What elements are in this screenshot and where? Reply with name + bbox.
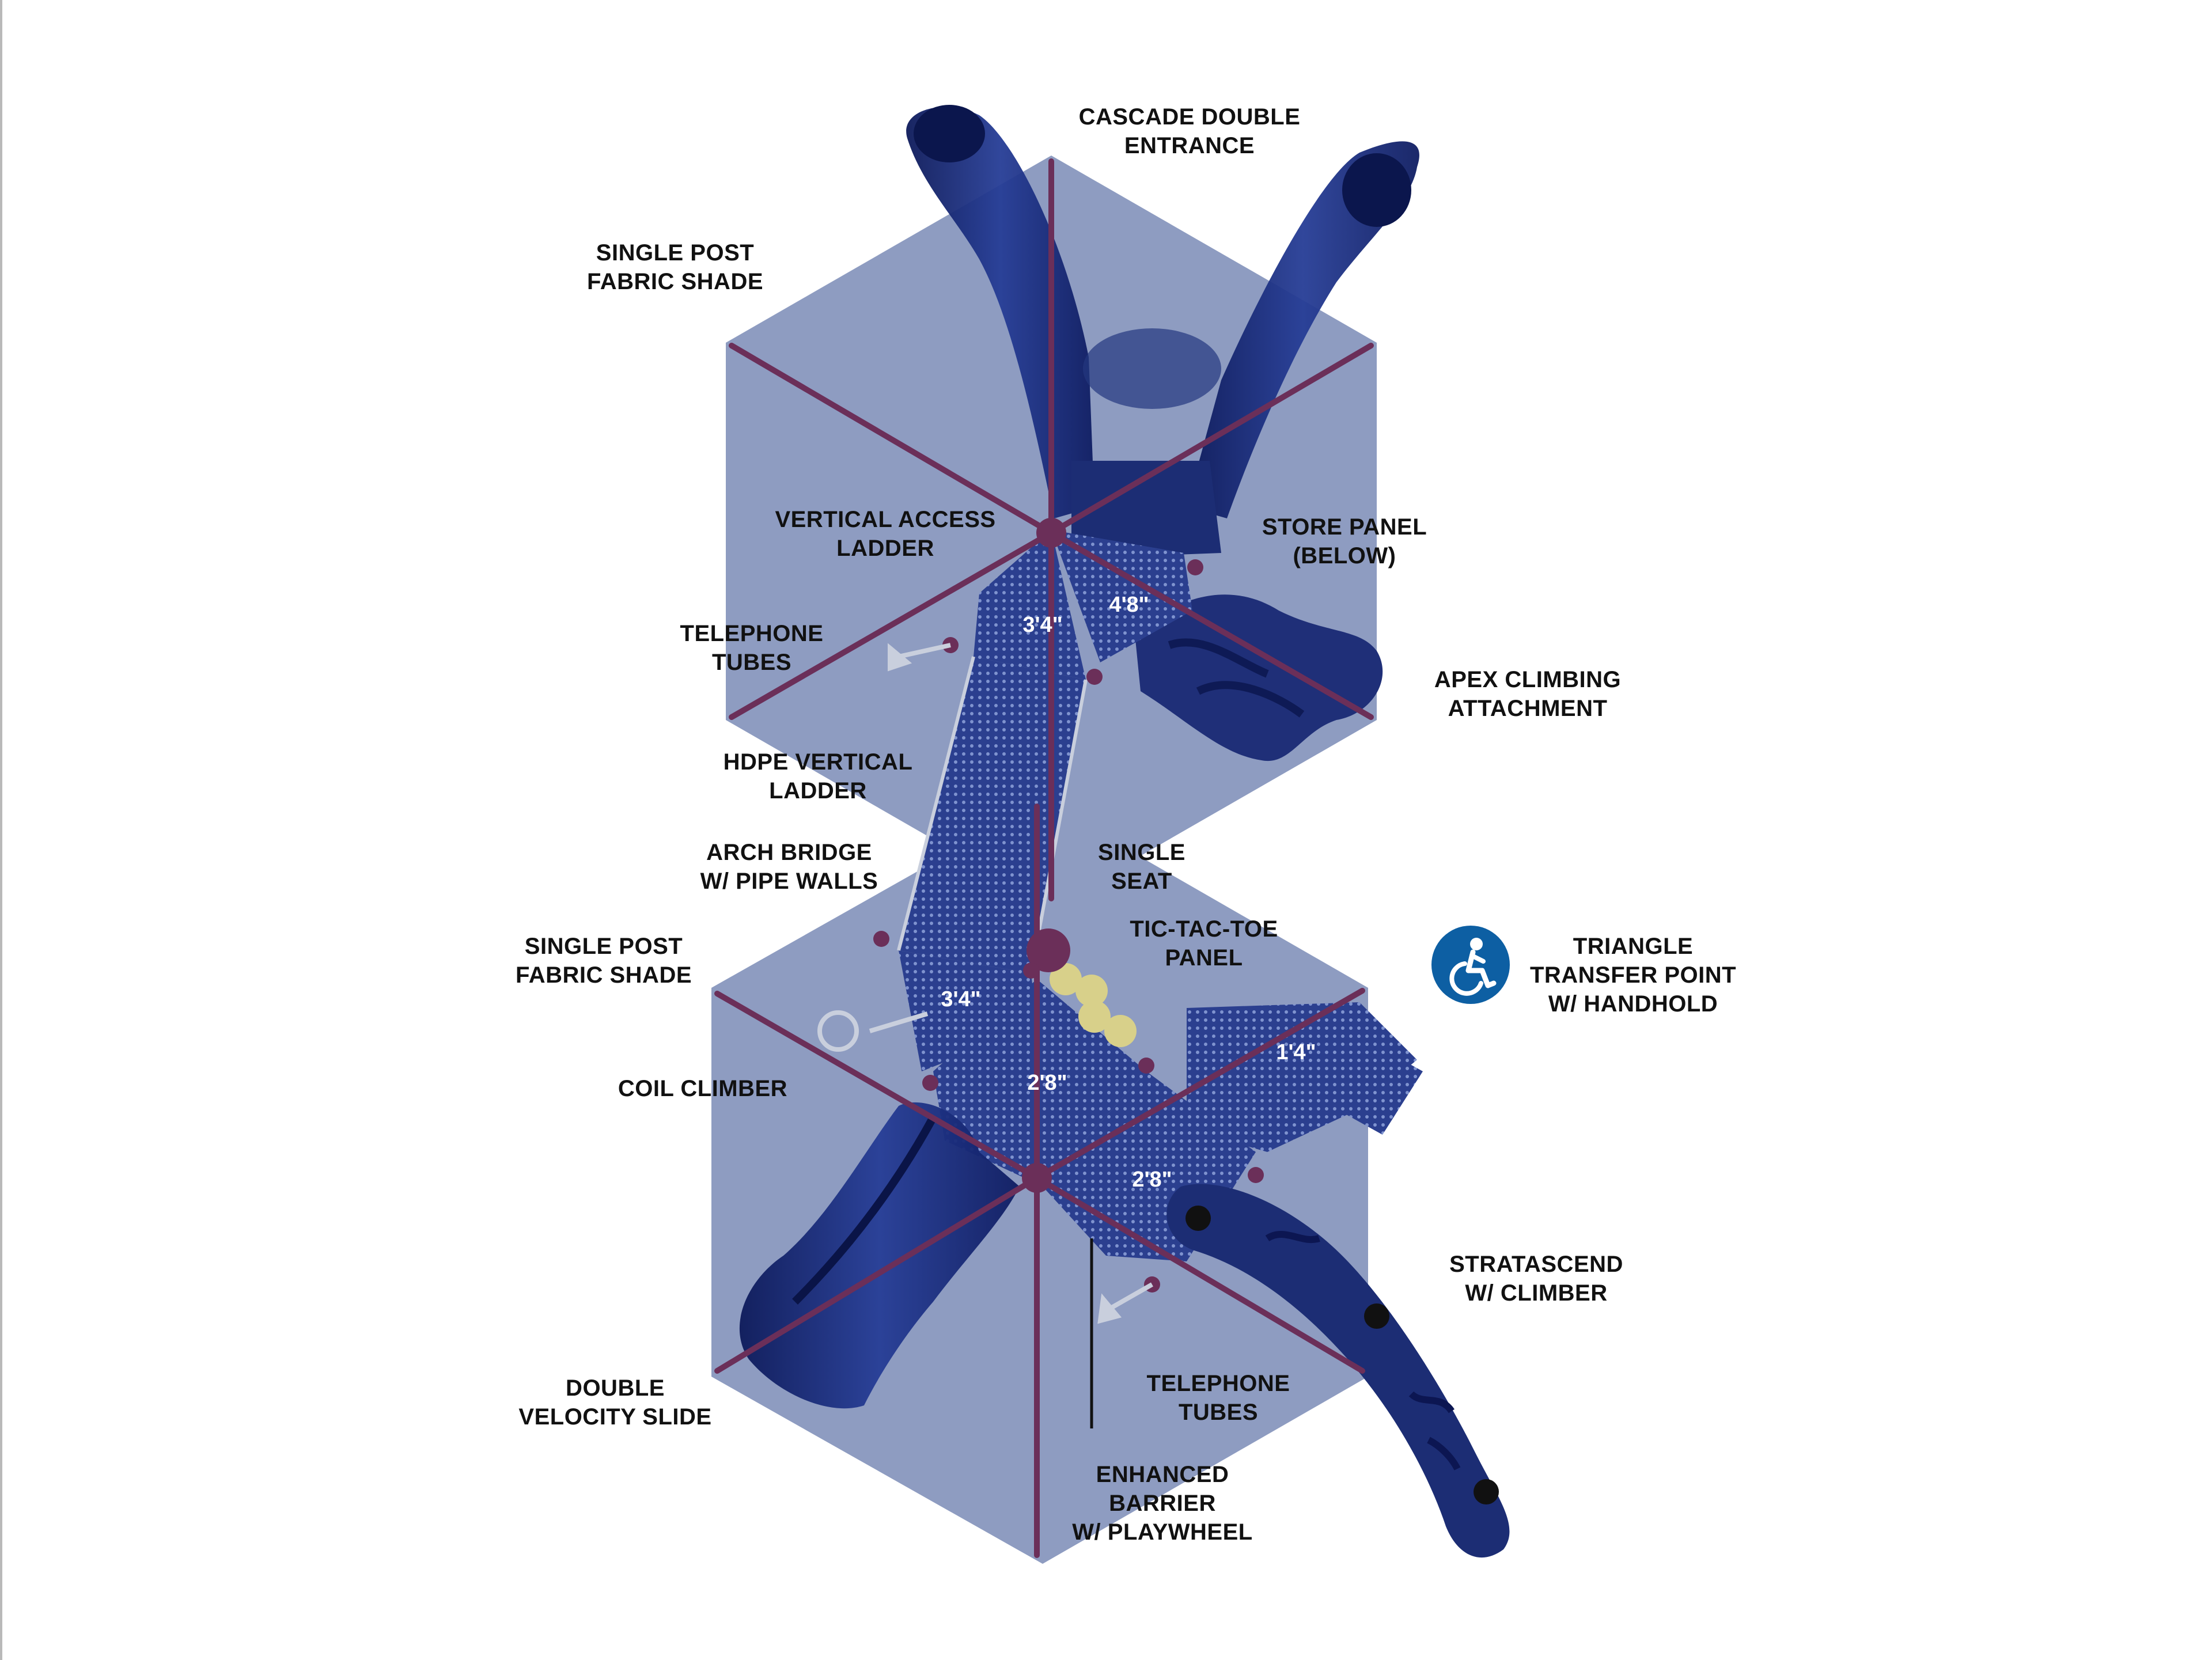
double-velocity-slide: [739, 1102, 1020, 1409]
stratascend-climber: [1166, 1184, 1510, 1558]
wheelchair-accessibility-icon: [1449, 938, 1497, 996]
callout-telephone-tubes-bottom: TELEPHONE TUBES: [1146, 1371, 1290, 1425]
upper-shade-post: [1036, 518, 1066, 548]
callout-single-post-fabric-shade-top: SINGLE POST FABRIC SHADE: [586, 240, 764, 294]
callout-single-post-fabric-shade-bottom: SINGLE POST FABRIC SHADE: [515, 934, 692, 988]
transfer-deck: [1187, 1002, 1423, 1152]
callout-triangle-transfer-point: TRIANGLE TRANSFER POINT W/ HANDHOLD: [1529, 934, 1737, 1017]
callout-double-velocity-slide: DOUBLE VELOCITY SLIDE: [518, 1375, 712, 1430]
callout-coil-climber: COIL CLIMBER: [618, 1076, 788, 1101]
callout-hdpe-vertical-ladder: HDPE VERTICAL LADDER: [723, 749, 913, 804]
deck-height-upper-right: 4'8": [1109, 593, 1149, 617]
tic-tac-toe-panel: [1027, 928, 1137, 1047]
callout-vertical-access-ladder: VERTICAL ACCESS LADDER: [775, 507, 996, 561]
apex-climber: [1135, 594, 1383, 761]
callout-arch-bridge: ARCH BRIDGE W/ PIPE WALLS: [700, 840, 878, 894]
callout-enhanced-barrier: ENHANCED BARRIER W/ PLAYWHEEL: [1072, 1462, 1253, 1545]
upper-deck-right: [1051, 530, 1192, 662]
left-border-rule: [0, 0, 2, 1660]
deck-height-center-deck: 2'8": [1027, 1071, 1067, 1095]
deck-height-bridge-landing: 3'4": [941, 987, 981, 1011]
callout-telephone-tubes-top: TELEPHONE TUBES: [680, 621, 824, 675]
callout-store-panel: STORE PANEL (BELOW): [1262, 514, 1427, 569]
telephone-tubes: [817, 643, 1153, 1324]
accessibility-badge: [1431, 926, 1510, 1004]
entrance-platform: [1071, 328, 1221, 559]
deck-height-upper-left: 3'4": [1022, 613, 1063, 637]
cascade-slide-left: [906, 105, 1094, 518]
callout-cascade-double-entrance: CASCADE DOUBLE ENTRANCE: [1078, 104, 1301, 158]
upper-shade-frame: [729, 158, 1374, 901]
deck-height-transfer-deck: 1'4": [1276, 1040, 1316, 1064]
lower-shade-post: [1022, 1163, 1052, 1193]
callout-apex-climbing-attachment: APEX CLIMBING ATTACHMENT: [1434, 667, 1622, 721]
callout-stratascend: STRATASCEND W/ CLIMBER: [1449, 1252, 1623, 1306]
deck-height-right-deck: 2'8": [1132, 1168, 1172, 1192]
callout-single-seat: SINGLE SEAT: [1098, 840, 1185, 894]
cascade-slide-right: [1187, 141, 1419, 519]
upper-deck-left: [974, 530, 1086, 680]
lower-shade-frame: [714, 804, 1365, 1558]
callout-tic-tac-toe-panel: TIC-TAC-TOE PANEL: [1130, 916, 1278, 971]
